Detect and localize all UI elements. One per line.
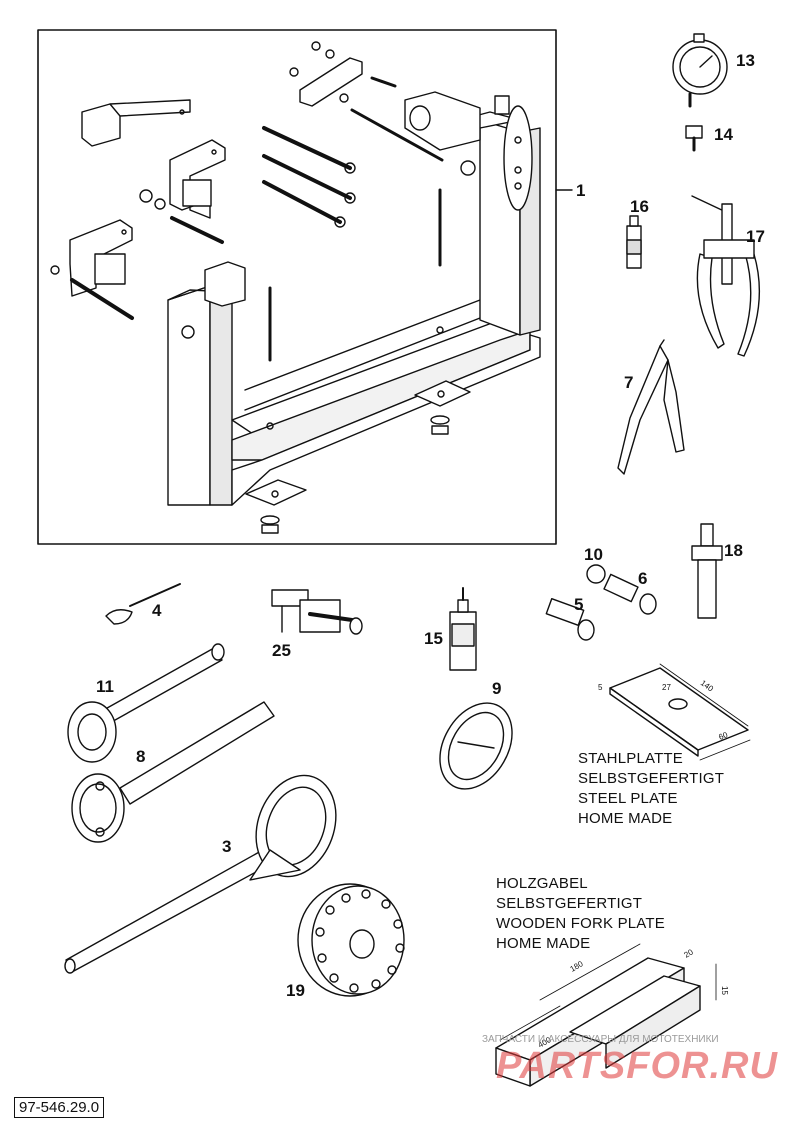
holding-wrench-8 (71, 701, 275, 843)
note-line: STAHLPLATTE (578, 750, 684, 767)
steel-plate-drawing (609, 663, 751, 761)
holding-wrench-11 (67, 643, 225, 763)
bracket-middle (169, 139, 226, 219)
wooden-fork-note: HOLZGABEL SELBSTGEFERTIGT WOODEN FORK PL… (496, 874, 665, 954)
watermark-tagline: ЗАПЧАСТИ И АКСЕССУАРЫ ДЛЯ МОТОТЕХНИКИ (482, 1034, 719, 1045)
tool-5 (545, 597, 595, 641)
note-line: HOME MADE (578, 810, 673, 827)
note-line: SELBSTGEFERTIGT (578, 770, 725, 787)
tool-4 (105, 583, 181, 625)
callout-17: 17 (746, 227, 765, 246)
callout-4: 4 (152, 601, 162, 620)
document-number: 97-546.29.0 (14, 1097, 105, 1118)
dim-thickness: 5 (598, 683, 603, 692)
callout-5: 5 (574, 595, 584, 614)
callout-11: 11 (96, 677, 114, 696)
dim-width: 60 (717, 730, 729, 742)
callout-18: 18 (724, 541, 743, 560)
callout-25: 25 (272, 641, 291, 660)
callout-10: 10 (584, 545, 603, 564)
stand-foot-rear (414, 380, 471, 435)
callout-16: 16 (630, 197, 649, 216)
callout-15: 15 (424, 629, 443, 648)
stand-foot-front (245, 479, 307, 534)
steel-plate-note: STAHLPLATTE SELBSTGEFERTIGT STEEL PLATE … (578, 749, 724, 829)
bracket-lower (69, 219, 133, 297)
note-line: SELBSTGEFERTIGT (496, 895, 643, 912)
assembly-paste-tube (449, 587, 477, 671)
gauge-adapter (685, 125, 703, 152)
watermark-logo: PARTSFOR.RU (496, 1045, 778, 1087)
bracket-top (81, 99, 191, 147)
callout-1: 1 (576, 181, 586, 200)
dim-wood-width: 20 (683, 947, 696, 960)
dim-length: 140 (699, 678, 716, 693)
note-line: HOLZGABEL (496, 875, 588, 892)
dim-wood-length: 180 (569, 959, 586, 974)
dim-hole: 27 (662, 683, 671, 692)
bolt-set (50, 108, 444, 362)
bearing-puller (691, 195, 760, 357)
dial-gauge (672, 33, 728, 108)
link-plate (289, 41, 397, 107)
wooden-fork-drawing (495, 943, 717, 1087)
callout-6: 6 (638, 569, 648, 588)
engine-stand-frame (167, 91, 541, 506)
clutch-puller (271, 589, 363, 635)
degree-wheel (439, 702, 513, 790)
callout-14: 14 (714, 125, 733, 144)
callout-8: 8 (136, 747, 146, 766)
spacer-ring (586, 564, 606, 584)
note-line: WOODEN FORK PLATE (496, 915, 665, 932)
callout-7: 7 (624, 373, 634, 392)
flywheel-holder (297, 883, 405, 997)
tool-6 (603, 573, 657, 615)
callout-9: 9 (492, 679, 502, 698)
assembly-frame-box (37, 29, 557, 545)
callout-3: 3 (222, 837, 232, 856)
thread-locker-bottle (626, 215, 642, 269)
extractor-tool (691, 523, 723, 619)
dim-wood-height: 15 (720, 986, 729, 995)
callout-13: 13 (736, 51, 755, 70)
note-line: STEEL PLATE (578, 790, 678, 807)
note-line: HOME MADE (496, 935, 591, 952)
clutch-holder (64, 774, 337, 974)
circlip-pliers (617, 339, 685, 475)
callout-19: 19 (286, 981, 305, 1000)
